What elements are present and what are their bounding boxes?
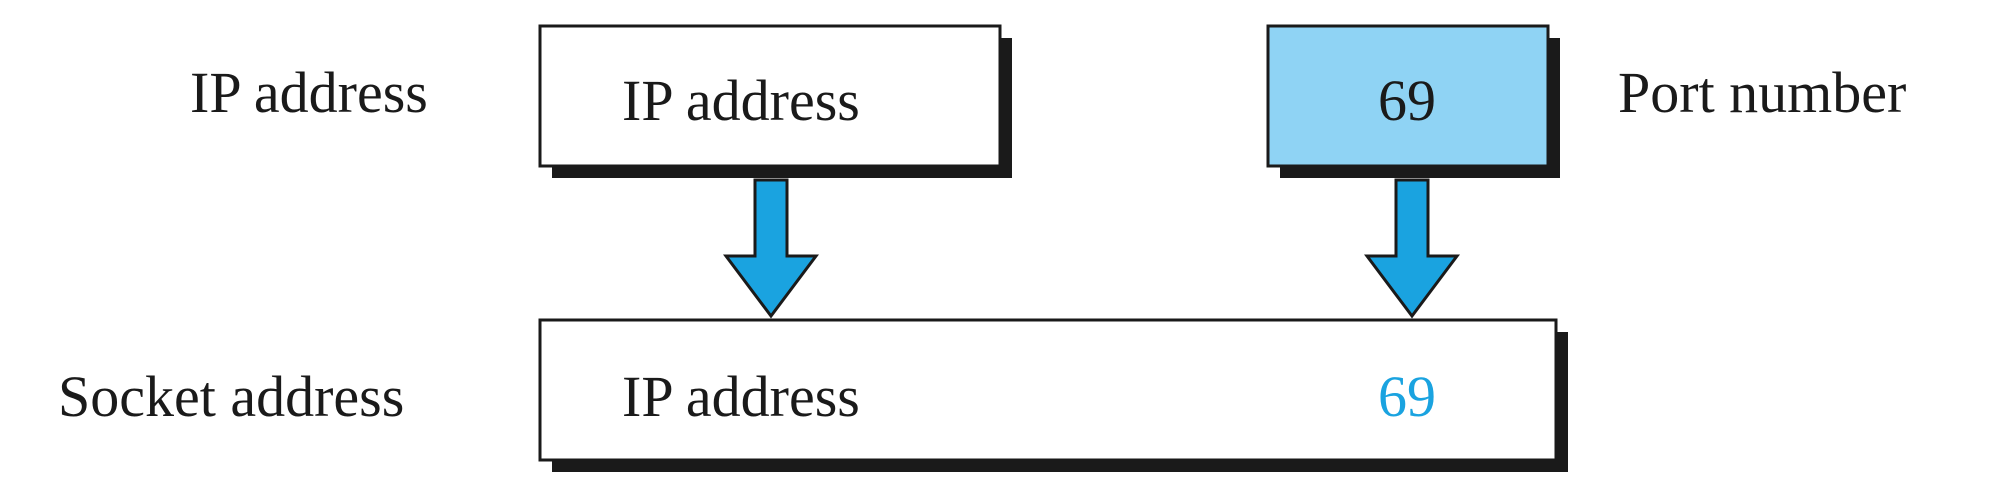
port-number-box [1266,24,1550,168]
ip-address-box [538,24,1002,168]
port-number-side-label: Port number [1618,60,1907,125]
port-number-box-text: 69 [1378,68,1436,133]
ip-address-side-label: IP address [190,60,428,125]
port-to-socket-arrow [1364,178,1460,319]
ip-to-socket-arrow [723,178,819,319]
socket-address-box [538,318,1558,462]
ip-address-box-text: IP address [622,68,860,133]
socket-port-text: 69 [1378,364,1436,429]
socket-ip-address-text: IP address [622,364,860,429]
socket-address-side-label: Socket address [58,364,405,429]
